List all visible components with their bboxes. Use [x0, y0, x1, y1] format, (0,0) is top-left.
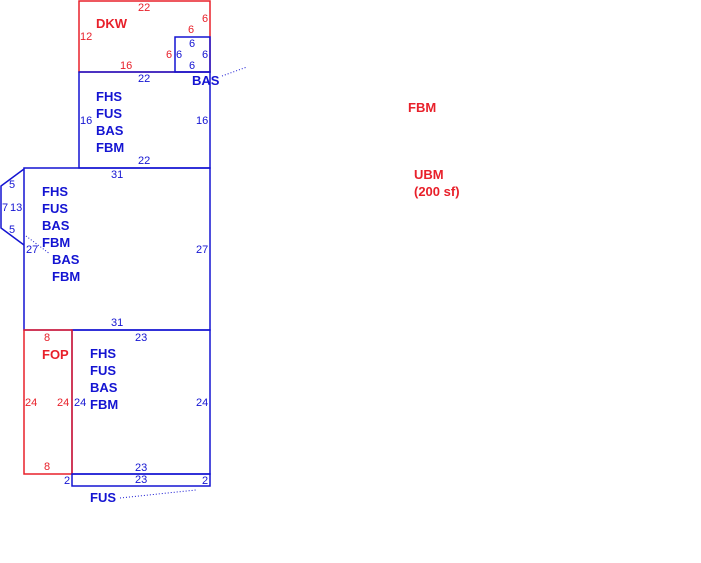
small-bas-callout: BAS: [192, 73, 220, 88]
bay-dim-inner: 13: [10, 202, 22, 214]
strip-dim-right: 2: [202, 475, 208, 487]
section4-dim-bottom: 23: [135, 462, 147, 474]
fbm-legend: FBM: [408, 100, 436, 115]
section3-code: FBM: [42, 235, 70, 250]
section3-code: FHS: [42, 184, 68, 199]
section2-code: FBM: [96, 140, 124, 155]
section4-dim-top: 23: [135, 332, 147, 344]
section2-code: BAS: [96, 123, 124, 138]
deck-label: DKW: [96, 16, 128, 31]
section2-code: FUS: [96, 106, 122, 121]
section3-dim-left: 27: [26, 244, 38, 256]
strip-dim-top: 23: [135, 474, 147, 486]
strip-dim-left: 2: [64, 475, 70, 487]
section3-dim-bottom: 31: [111, 317, 123, 329]
bas-callout-line: [221, 66, 248, 77]
fus-callout-line: [119, 489, 197, 499]
section3-dim-right: 27: [196, 244, 208, 256]
bay-dim-side: 7: [2, 202, 8, 214]
section3-code: BAS: [52, 252, 80, 267]
ubm-legend: UBM: [414, 167, 444, 182]
small-bas-dim-top: 6: [189, 38, 195, 50]
section3-code: FBM: [52, 269, 80, 284]
bay-dim-bottom: 5: [9, 224, 15, 236]
small-bas-dim-left: 6: [176, 49, 182, 61]
section2-code: FHS: [96, 89, 122, 104]
section2-dim-left: 16: [80, 115, 92, 127]
porch-dim-bottom: 8: [44, 461, 50, 473]
section2-dim-right: 16: [196, 115, 208, 127]
section3-dim-top: 31: [111, 169, 123, 181]
section3-code: BAS: [42, 218, 70, 233]
bay-outline: [0, 168, 25, 246]
bay-dim-top: 5: [9, 179, 15, 191]
small-bas-dim-bottom: 6: [189, 60, 195, 72]
porch-label: FOP: [42, 347, 69, 362]
section2-dim-top: 22: [138, 73, 150, 85]
section4-code: BAS: [90, 380, 118, 395]
section4-dim-right: 24: [196, 397, 208, 409]
deck-dim-right: 6: [202, 13, 208, 25]
deck-dim-inner-top: 6: [188, 24, 194, 36]
bay-callout-line: [25, 235, 51, 255]
porch-dim-right: 24: [57, 397, 69, 409]
deck-dim-bottom: 16: [120, 60, 132, 72]
section4-code: FUS: [90, 363, 116, 378]
strip-callout: FUS: [90, 490, 116, 505]
section4-code: FHS: [90, 346, 116, 361]
ubm-area: (200 sf): [414, 184, 460, 199]
porch-dim-top: 8: [44, 332, 50, 344]
deck-dim-inner-left: 6: [166, 49, 172, 61]
deck-dim-top: 22: [138, 2, 150, 14]
deck-dim-left: 12: [80, 31, 92, 43]
section3-code: FUS: [42, 201, 68, 216]
section2-dim-bottom: 22: [138, 155, 150, 167]
section4-dim-left: 24: [74, 397, 86, 409]
porch-dim-left: 24: [25, 397, 37, 409]
small-bas-dim-right: 6: [202, 49, 208, 61]
strip-outline: [71, 473, 211, 487]
section4-code: FBM: [90, 397, 118, 412]
porch-outline: [23, 329, 73, 475]
